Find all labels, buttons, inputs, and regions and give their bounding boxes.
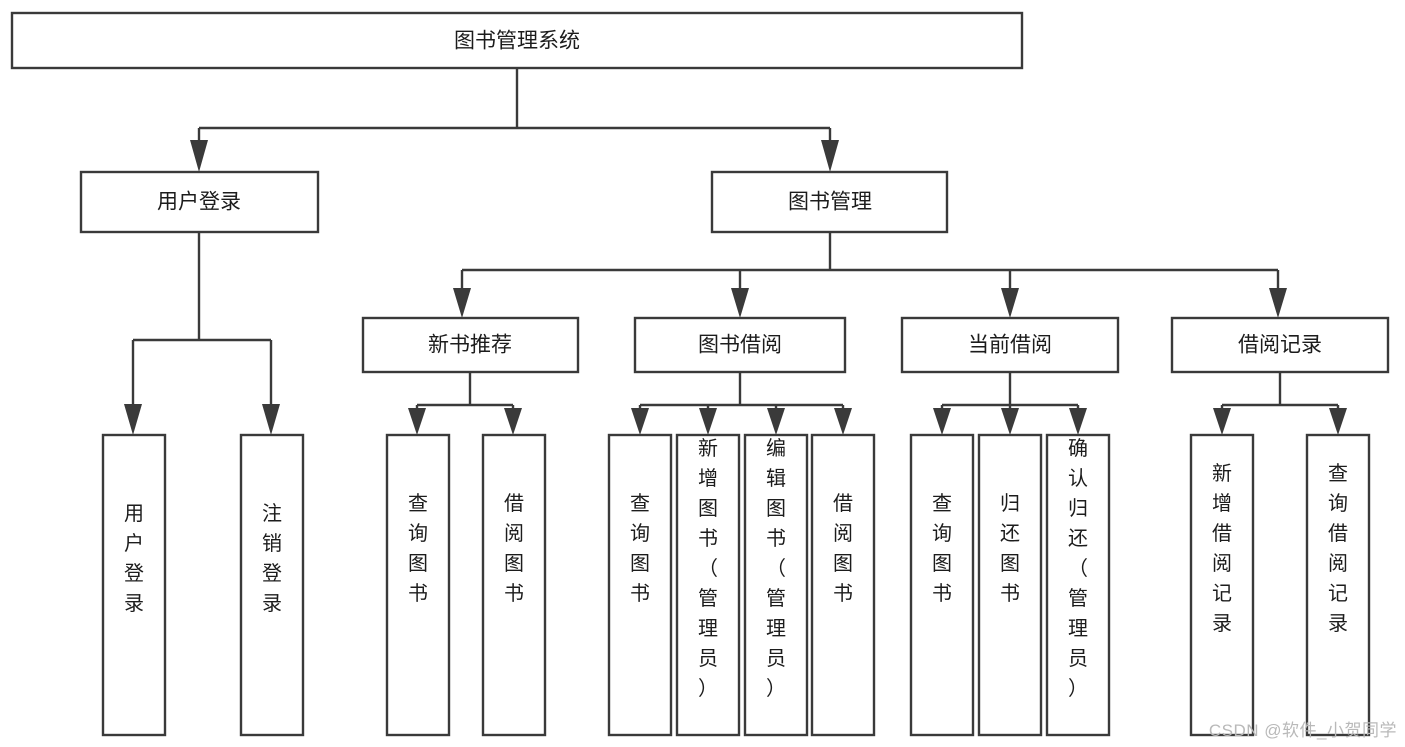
leaf-current-query-box[interactable] [909, 433, 975, 737]
arrow-head-current-leaf-1 [933, 408, 951, 435]
leaf-node-borrow-do[interactable]: 借阅图书 [810, 433, 876, 737]
leaf-record-query-box[interactable] [1305, 433, 1371, 737]
node-borrow-record-box[interactable] [1170, 316, 1390, 374]
node-book-management-label: 图书管理 [788, 191, 872, 214]
arrow-head-borrow-leaf-2 [699, 408, 717, 435]
leaf-current-query-label: 查询图书 [932, 492, 952, 605]
csdn-watermark: CSDN @软件_小贺同学 [1208, 721, 1397, 740]
leaf-borrow-add-box[interactable] [675, 433, 741, 737]
arrow-head-book-borrow [731, 288, 749, 318]
arrow-head-borrow-leaf-4 [834, 408, 852, 435]
arrow-head-new-book [453, 288, 471, 318]
leaf-user-login-box[interactable] [101, 433, 167, 737]
leaf-node-record-add[interactable]: 新增借阅记录 [1189, 433, 1255, 737]
leaf-newbook-borrow-label: 借阅图书 [504, 492, 524, 605]
leaf-borrow-query-label: 查询图书 [630, 492, 650, 605]
leaf-user-login-label: 用户登录 [124, 503, 144, 615]
leaf-current-confirm-label: 确认归还（管理员） [1068, 437, 1088, 700]
leaf-node-user-login[interactable]: 用户登录 [101, 433, 167, 737]
node-root-label: 图书管理系统 [454, 30, 580, 53]
node-root[interactable]: 图书管理系统 [10, 11, 1024, 70]
node-new-book-recommend[interactable]: 新书推荐 [361, 316, 580, 374]
leaf-node-current-return[interactable]: 归还图书 [977, 433, 1043, 737]
node-book-management-box[interactable] [710, 170, 949, 234]
node-borrow-record[interactable]: 借阅记录 [1170, 316, 1390, 374]
leaf-node-record-query[interactable]: 查询借阅记录 [1305, 433, 1371, 737]
node-user-login-label: 用户登录 [157, 191, 241, 214]
arrow-head-record-leaf-1 [1213, 408, 1231, 435]
leaf-newbook-query-label: 查询图书 [408, 492, 428, 605]
connector-layer [124, 68, 1347, 435]
leaf-record-add-label: 新增借阅记录 [1212, 462, 1232, 635]
leaf-node-borrow-edit[interactable]: 编辑图书（管理员） [743, 433, 809, 737]
leaf-newbook-borrow-box[interactable] [481, 433, 547, 737]
arrow-head-current-borrow [1001, 288, 1019, 318]
node-new-book-recommend-box[interactable] [361, 316, 580, 374]
leaf-current-return-box[interactable] [977, 433, 1043, 737]
leaf-node-current-query[interactable]: 查询图书 [909, 433, 975, 737]
arrow-head-leaf-logout [262, 404, 280, 435]
leaf-logout-box[interactable] [239, 433, 305, 737]
leaf-record-add-box[interactable] [1189, 433, 1255, 737]
leaf-node-current-confirm[interactable]: 确认归还（管理员） [1045, 433, 1111, 737]
leaf-borrow-do-box[interactable] [810, 433, 876, 737]
arrow-head-newbook-leaf-2 [504, 408, 522, 435]
leaf-node-newbook-borrow[interactable]: 借阅图书 [481, 433, 547, 737]
arrow-head-book-mgmt [821, 140, 839, 172]
node-current-borrow-label: 当前借阅 [968, 334, 1052, 357]
node-current-borrow-box[interactable] [900, 316, 1120, 374]
leaf-borrow-edit-label: 编辑图书（管理员） [766, 437, 786, 700]
node-root-box[interactable] [10, 11, 1024, 70]
leaf-current-confirm-box[interactable] [1045, 433, 1111, 737]
arrow-head-current-leaf-2 [1001, 408, 1019, 435]
node-new-book-recommend-label: 新书推荐 [428, 334, 512, 357]
leaf-node-borrow-add[interactable]: 新增图书（管理员） [675, 433, 741, 737]
arrow-head-current-leaf-3 [1069, 408, 1087, 435]
leaf-borrow-do-label: 借阅图书 [833, 492, 853, 605]
arrow-head-record-leaf-2 [1329, 408, 1347, 435]
leaf-current-return-label: 归还图书 [1000, 492, 1020, 605]
node-user-login-box[interactable] [79, 170, 320, 234]
leaf-logout-label: 注销登录 [262, 502, 282, 615]
node-book-borrow-label: 图书借阅 [698, 334, 782, 357]
node-user-login[interactable]: 用户登录 [79, 170, 320, 234]
node-book-borrow[interactable]: 图书借阅 [633, 316, 847, 374]
node-book-management[interactable]: 图书管理 [710, 170, 949, 234]
node-book-borrow-box[interactable] [633, 316, 847, 374]
arrow-head-borrow-leaf-1 [631, 408, 649, 435]
leaf-borrow-query-box[interactable] [607, 433, 673, 737]
leaf-record-query-label: 查询借阅记录 [1328, 462, 1348, 635]
arrow-head-borrow-leaf-3 [767, 408, 785, 435]
leaf-newbook-query-box[interactable] [385, 433, 451, 737]
leaf-node-newbook-query[interactable]: 查询图书 [385, 433, 451, 737]
leaf-node-borrow-query[interactable]: 查询图书 [607, 433, 673, 737]
arrow-head-newbook-leaf-1 [408, 408, 426, 435]
arrow-head-borrow-record [1269, 288, 1287, 318]
leaf-node-logout[interactable]: 注销登录 [239, 433, 305, 737]
arrow-head-leaf-user-login [124, 404, 142, 435]
leaf-borrow-add-label: 新增图书（管理员） [698, 437, 718, 700]
node-borrow-record-label: 借阅记录 [1238, 334, 1322, 357]
leaf-borrow-edit-box[interactable] [743, 433, 809, 737]
node-current-borrow[interactable]: 当前借阅 [900, 316, 1120, 374]
arrow-head-user-login [190, 140, 208, 172]
